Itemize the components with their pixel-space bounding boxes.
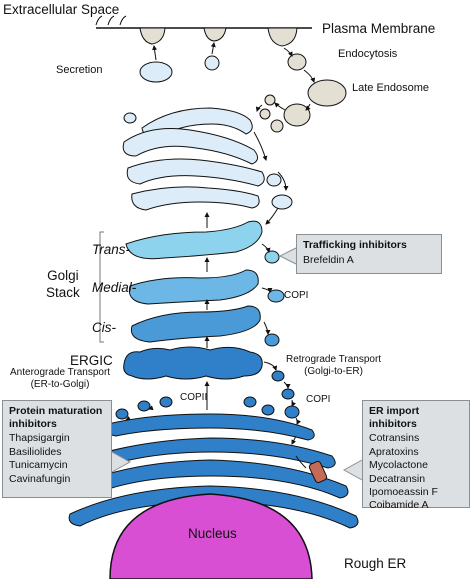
translocon — [295, 455, 328, 484]
retrograde-transport-label: Retrograde Transport (Golgi-to-ER) — [286, 354, 382, 377]
protein-maturation-inhibitors-callout: Protein maturation inhibitors Thapsigarg… — [2, 400, 112, 498]
late-endosome-label: Late Endosome — [352, 82, 430, 94]
trans-cisterna — [125, 220, 263, 260]
er-import-callout-pointer — [342, 459, 363, 481]
extracellular-space-label: Extracellular Space — [3, 2, 120, 17]
er-import-inhibitor-item: Mycolactone — [369, 459, 428, 472]
medial-label: Medial- — [92, 280, 137, 295]
protein-maturation-inhibitor-item: Cavinafungin — [9, 472, 71, 485]
protein-maturation-callout-pointer — [111, 451, 132, 473]
er-import-inhibitor-item: Coibamide A — [369, 499, 429, 512]
er-import-inhibitor-item: Decatransin — [369, 472, 426, 485]
copii-arrows — [125, 381, 210, 421]
anterograde-transport-label: Anterograde Transport (ER-to-Golgi) — [10, 367, 111, 390]
er-import-inhibitors-callout: ER import inhibitors Cotransins Apratoxi… — [362, 400, 470, 511]
secretion-label: Secretion — [56, 64, 103, 76]
golgi-stack-label: Golgi Stack — [46, 268, 80, 300]
protein-maturation-inhibitor-item: Thapsigargin — [9, 432, 70, 445]
er-import-inhibitors-title: ER import inhibitors — [369, 405, 420, 430]
copi-upper-label: COPI — [284, 290, 309, 301]
tgn-arrows — [253, 131, 289, 225]
trans-golgi-network — [122, 107, 293, 211]
endosomes — [259, 53, 347, 133]
endocytosis-arrows — [255, 47, 316, 112]
secretory-vesicles — [139, 55, 220, 83]
protein-maturation-inhibitor-item: Tunicamycin — [9, 459, 68, 472]
golgi-arrows — [204, 212, 273, 348]
trafficking-callout-pointer — [278, 247, 297, 265]
nucleus-label: Nucleus — [188, 526, 237, 541]
trafficking-inhibitors-callout: Trafficking inhibitors Brefeldin A — [296, 234, 442, 274]
golgi-stack — [125, 220, 285, 347]
plasma-membrane — [95, 15, 312, 47]
copi-lower-label: COPI — [306, 394, 331, 405]
ergic — [123, 346, 263, 380]
trans-label: Trans- — [92, 242, 131, 257]
rough-er-label: Rough ER — [344, 556, 407, 571]
er-import-inhibitor-item: Ipomoeassin F — [369, 485, 438, 498]
cis-label: Cis- — [92, 320, 116, 335]
secretion-arrows — [152, 42, 216, 61]
retrograde-arrows — [263, 361, 302, 445]
trafficking-inhibitors-title: Trafficking inhibitors — [303, 239, 407, 251]
copii-label: COPII — [180, 392, 208, 403]
er-import-inhibitor-item: Cotransins — [369, 432, 420, 445]
endocytosis-label: Endocytosis — [338, 48, 398, 60]
cis-cisterna — [130, 305, 261, 343]
trafficking-inhibitor-item: Brefeldin A — [303, 253, 354, 266]
copii-vesicles — [115, 396, 275, 420]
golgi-bracket — [99, 231, 104, 343]
plasma-membrane-label: Plasma Membrane — [322, 21, 436, 36]
protein-maturation-inhibitor-item: Basiliolides — [9, 445, 62, 458]
nucleus — [109, 493, 313, 579]
medial-cisterna — [128, 269, 259, 305]
protein-maturation-inhibitors-title: Protein maturation inhibitors — [9, 405, 103, 430]
er-import-inhibitor-item: Apratoxins — [369, 445, 419, 458]
ergic-label: ERGIC — [70, 353, 113, 368]
